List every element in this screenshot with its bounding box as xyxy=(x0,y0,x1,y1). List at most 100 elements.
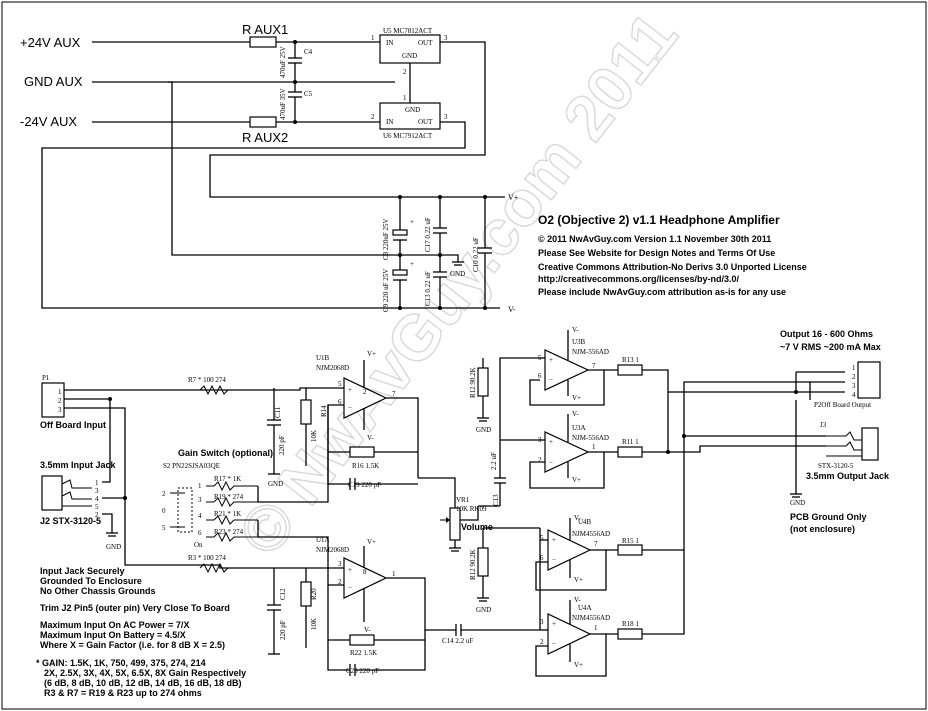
note-line-3: Creative Commons Attribution-No Derivs 3… xyxy=(538,262,807,272)
svg-text:3: 3 xyxy=(338,560,342,568)
svg-text:4: 4 xyxy=(198,512,202,520)
u1a-opamp xyxy=(343,557,388,599)
svg-text:5: 5 xyxy=(95,503,99,511)
note-line-4: http://creativecommons.org/licenses/by-n… xyxy=(538,274,740,284)
u6-pin3: 3 xyxy=(444,113,448,121)
bottom-note-9: 2X, 2.5X, 3X, 4X, 5X, 6.5X, 8X Gain Resp… xyxy=(44,668,246,678)
input-gnd-label: GND xyxy=(106,543,121,551)
u4b-label: U4B xyxy=(578,518,592,526)
vr1-part: 10K RK09 xyxy=(456,505,487,513)
s2-label: S2 PN22SJSA03QE xyxy=(163,462,220,470)
svg-text:GND: GND xyxy=(790,499,805,507)
r3-resistor xyxy=(199,562,229,574)
r19-label: R19 * 274 xyxy=(214,493,244,501)
u1a-label: U1A xyxy=(316,536,330,544)
p1-label: P1 xyxy=(42,374,50,382)
svg-text:V-: V- xyxy=(574,514,581,522)
plus24-label: +24V AUX xyxy=(20,35,81,50)
bottom-note-5: Maximum Input On AC Power = 7/X xyxy=(40,620,189,630)
svg-text:1: 1 xyxy=(58,388,62,396)
output-rms: ~7 V RMS ~200 mA Max xyxy=(780,342,881,352)
not-enclosure-label: (not enclosure) xyxy=(790,524,855,534)
svg-text:−: − xyxy=(552,640,556,648)
svg-text:6: 6 xyxy=(198,529,202,537)
r-aux2-label: R AUX2 xyxy=(242,130,288,145)
r13-lower-label: R12 90.2K xyxy=(469,549,477,580)
u5-pin1: 1 xyxy=(371,34,375,42)
r3-label: R3 * 100 274 xyxy=(188,554,226,562)
svg-text:+: + xyxy=(348,386,352,394)
svg-text:−: − xyxy=(348,404,352,412)
c4-label: C4 xyxy=(304,48,313,56)
r20-value: 10K xyxy=(310,618,318,630)
r21-label: R21 * 1K xyxy=(214,510,241,518)
vplus-label: V+ xyxy=(508,193,519,202)
svg-text:7: 7 xyxy=(592,362,596,370)
u6-pin1: 1 xyxy=(403,94,407,102)
svg-text:−: − xyxy=(348,584,352,592)
gnd-aux-label: GND AUX xyxy=(24,74,83,89)
svg-text:3: 3 xyxy=(95,487,99,495)
svg-text:7: 7 xyxy=(392,390,396,398)
bottom-note-8: * GAIN: 1.5K, 1K, 750, 499, 375, 274, 21… xyxy=(36,658,206,668)
u5-in: IN xyxy=(386,39,393,47)
bottom-note-1: Input Jack Securely xyxy=(40,566,125,576)
j3-label: J3 xyxy=(820,421,827,429)
r-aux1-resistor xyxy=(249,36,277,48)
svg-text:6: 6 xyxy=(338,398,342,406)
volume-section: VR1 10K RK09 Volume 2.2 uF C13 C14 2.2 u… xyxy=(418,450,540,645)
r15-label: R15 1 xyxy=(622,537,639,545)
gain-switch-body[interactable] xyxy=(177,487,193,533)
title-block: O2 (Objective 2) v1.1 Headphone Amplifie… xyxy=(538,213,807,297)
u4a-opamp xyxy=(547,613,592,655)
svg-text:2: 2 xyxy=(852,373,856,381)
r-aux1-label: R AUX1 xyxy=(242,22,288,37)
u6-label: U6 MC7912ACT xyxy=(383,132,433,140)
c19-label: C19 220 pF xyxy=(348,481,381,489)
r14-value: 10K xyxy=(310,430,318,442)
c13-supply-label: C13 0.22 uF xyxy=(424,271,432,306)
j3-part: STX-3120-5 xyxy=(818,462,854,470)
svg-text:V-: V- xyxy=(364,626,371,634)
c11-value: 220 pF xyxy=(278,435,286,455)
svg-text:V-: V- xyxy=(572,410,579,418)
u5-pin2: 2 xyxy=(403,68,407,76)
svg-text:GND: GND xyxy=(476,606,491,614)
bottom-note-6: Maximum Input On Battery = 4.5/X xyxy=(40,630,186,640)
u3a-opamp xyxy=(544,431,590,473)
svg-text:3: 3 xyxy=(198,496,202,504)
svg-text:5: 5 xyxy=(162,524,166,532)
c13-vol-value: 2.2 uF xyxy=(490,452,498,470)
p2-label: P2Off Board Output xyxy=(814,401,871,409)
svg-text:1: 1 xyxy=(198,482,202,490)
u5-gnd: GND xyxy=(402,52,417,60)
svg-text:V+: V+ xyxy=(572,394,581,402)
r11-label: R11 1 xyxy=(622,438,639,446)
u5-pin3: 3 xyxy=(444,34,448,42)
r13-label: R13 1 xyxy=(622,356,639,364)
c11-label: C11 xyxy=(274,406,282,418)
svg-text:2: 2 xyxy=(540,638,544,646)
r-aux2-resistor xyxy=(249,116,277,128)
u1a-part: NJM2068D xyxy=(316,546,349,554)
svg-text:1: 1 xyxy=(594,624,598,632)
bottom-notes: Input Jack Securely Grounded To Enclosur… xyxy=(36,566,246,698)
u5-label: U5 MC7812ACT xyxy=(383,27,433,35)
svg-text:V+: V+ xyxy=(572,476,581,484)
svg-text:+: + xyxy=(549,438,553,446)
u1b-label: U1B xyxy=(316,354,330,362)
output-jack-label: 3.5mm Output Jack xyxy=(806,471,890,481)
svg-text:0: 0 xyxy=(162,507,166,515)
svg-text:5: 5 xyxy=(540,534,544,542)
svg-text:V-: V- xyxy=(367,434,374,442)
p2-connector xyxy=(857,361,881,399)
c12-label: C12 xyxy=(279,588,287,600)
output-stage-section: GND R12 90.2K U3B NJM-556AD +− 567 V- V+… xyxy=(469,326,890,677)
svg-text:1: 1 xyxy=(592,443,596,451)
svg-text:2: 2 xyxy=(162,490,166,498)
c10-label: C10 0.22 uF xyxy=(472,237,480,272)
off-board-input-label: Off Board Input xyxy=(40,420,106,430)
u4a-part: NJM4556AD xyxy=(572,614,610,622)
